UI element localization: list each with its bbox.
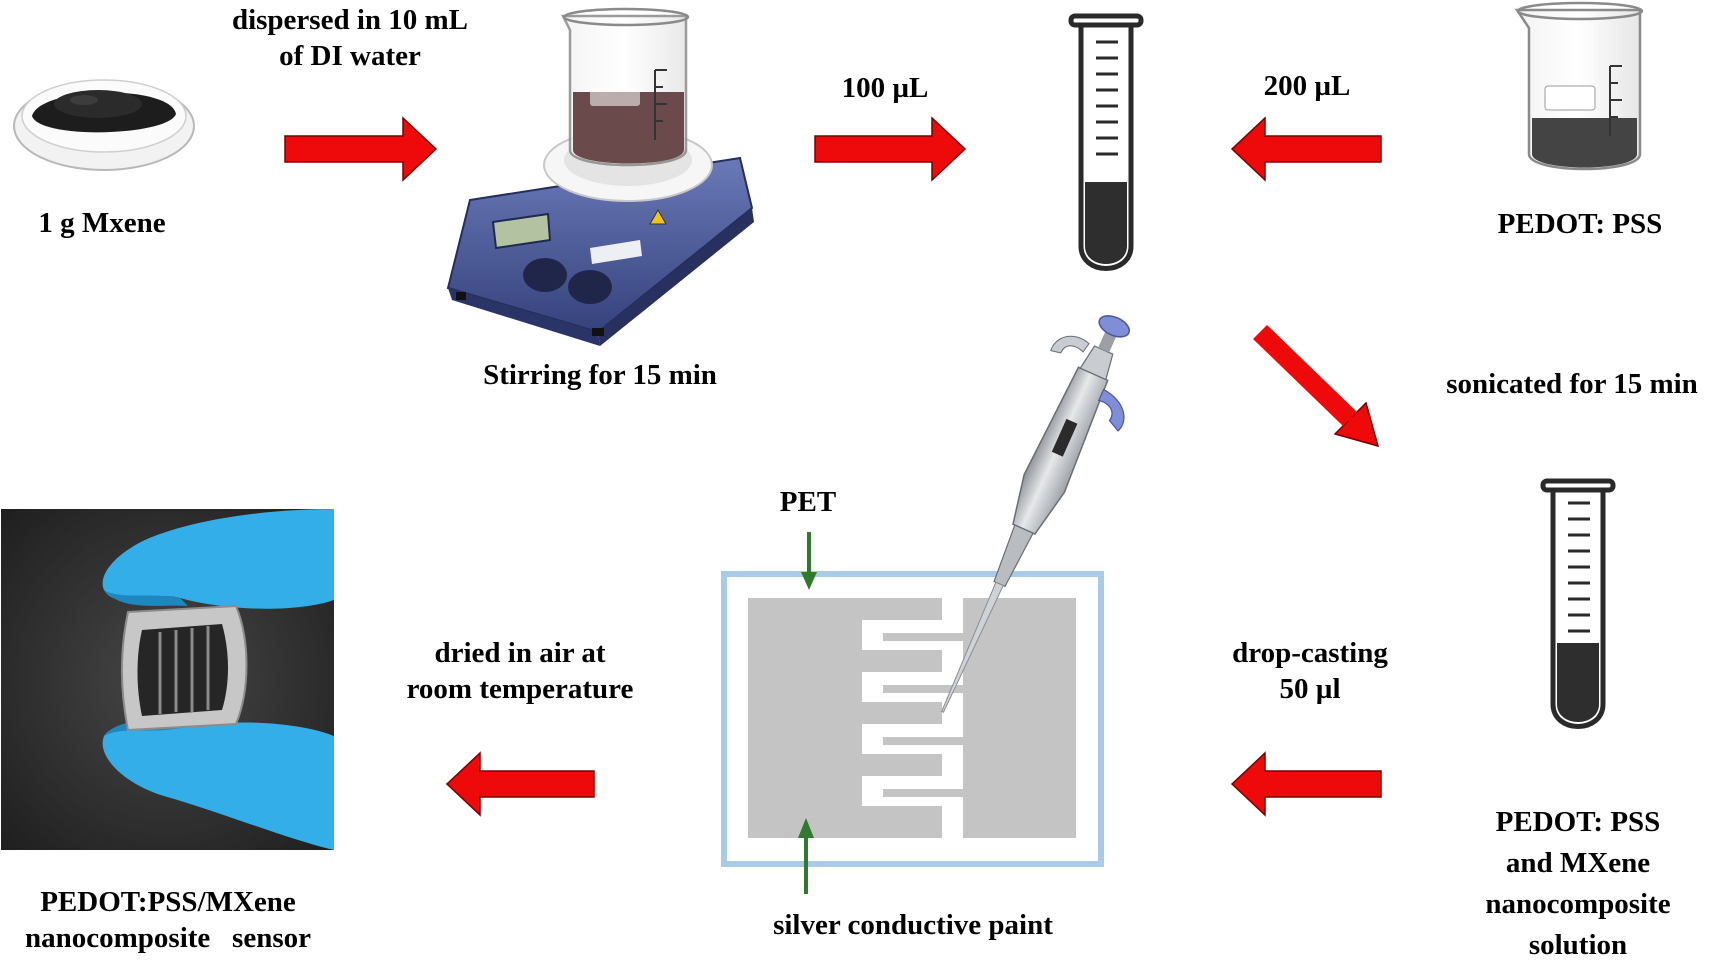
label-volume-pedot: 200 µL — [1263, 70, 1351, 102]
arrow-diagonal-4 — [1253, 325, 1380, 448]
arrow-right-1 — [284, 116, 438, 182]
label-composite-solution: PEDOT: PSS and MXene nanocomposite solut… — [1485, 806, 1671, 961]
label-silver-paint: silver conductive paint — [773, 909, 1053, 941]
test-tube-icon — [1068, 13, 1144, 271]
label-dispersed: dispersed in 10 mL of DI water — [231, 4, 469, 72]
pipette-icon — [941, 315, 1131, 713]
arrow-left-5 — [1230, 751, 1382, 817]
label-sonicated: sonicated for 15 min — [1446, 368, 1698, 400]
label-pedot: PEDOT: PSS — [1497, 208, 1663, 240]
label-stirring: Stirring for 15 min — [483, 359, 717, 391]
label-sensor: PEDOT:PSS/MXene nanocomposite sensor — [25, 886, 311, 954]
paint-pointer-arrow — [798, 818, 814, 838]
label-drop-casting: drop-casting 50 µl — [1232, 637, 1388, 705]
hotplate-stirrer-icon — [446, 7, 754, 346]
right-electrode — [883, 598, 1076, 838]
petri-dish-icon — [13, 79, 195, 171]
label-pet: PET — [779, 486, 837, 518]
left-electrode — [748, 598, 942, 838]
arrow-right-2 — [814, 116, 967, 182]
label-mxene: 1 g Mxene — [38, 207, 166, 239]
sensor-photo — [1, 509, 335, 850]
label-volume-mxene: 100 µL — [841, 72, 929, 104]
pedot-beaker-icon — [1514, 1, 1644, 171]
pet-pointer-arrow — [801, 572, 817, 590]
arrow-left-3 — [1230, 116, 1382, 182]
arrow-left-6 — [445, 751, 595, 817]
label-dried: dried in air at room temperature — [406, 637, 634, 705]
interdigitated-electrode — [721, 532, 1104, 894]
composite-test-tube-icon — [1540, 478, 1616, 729]
